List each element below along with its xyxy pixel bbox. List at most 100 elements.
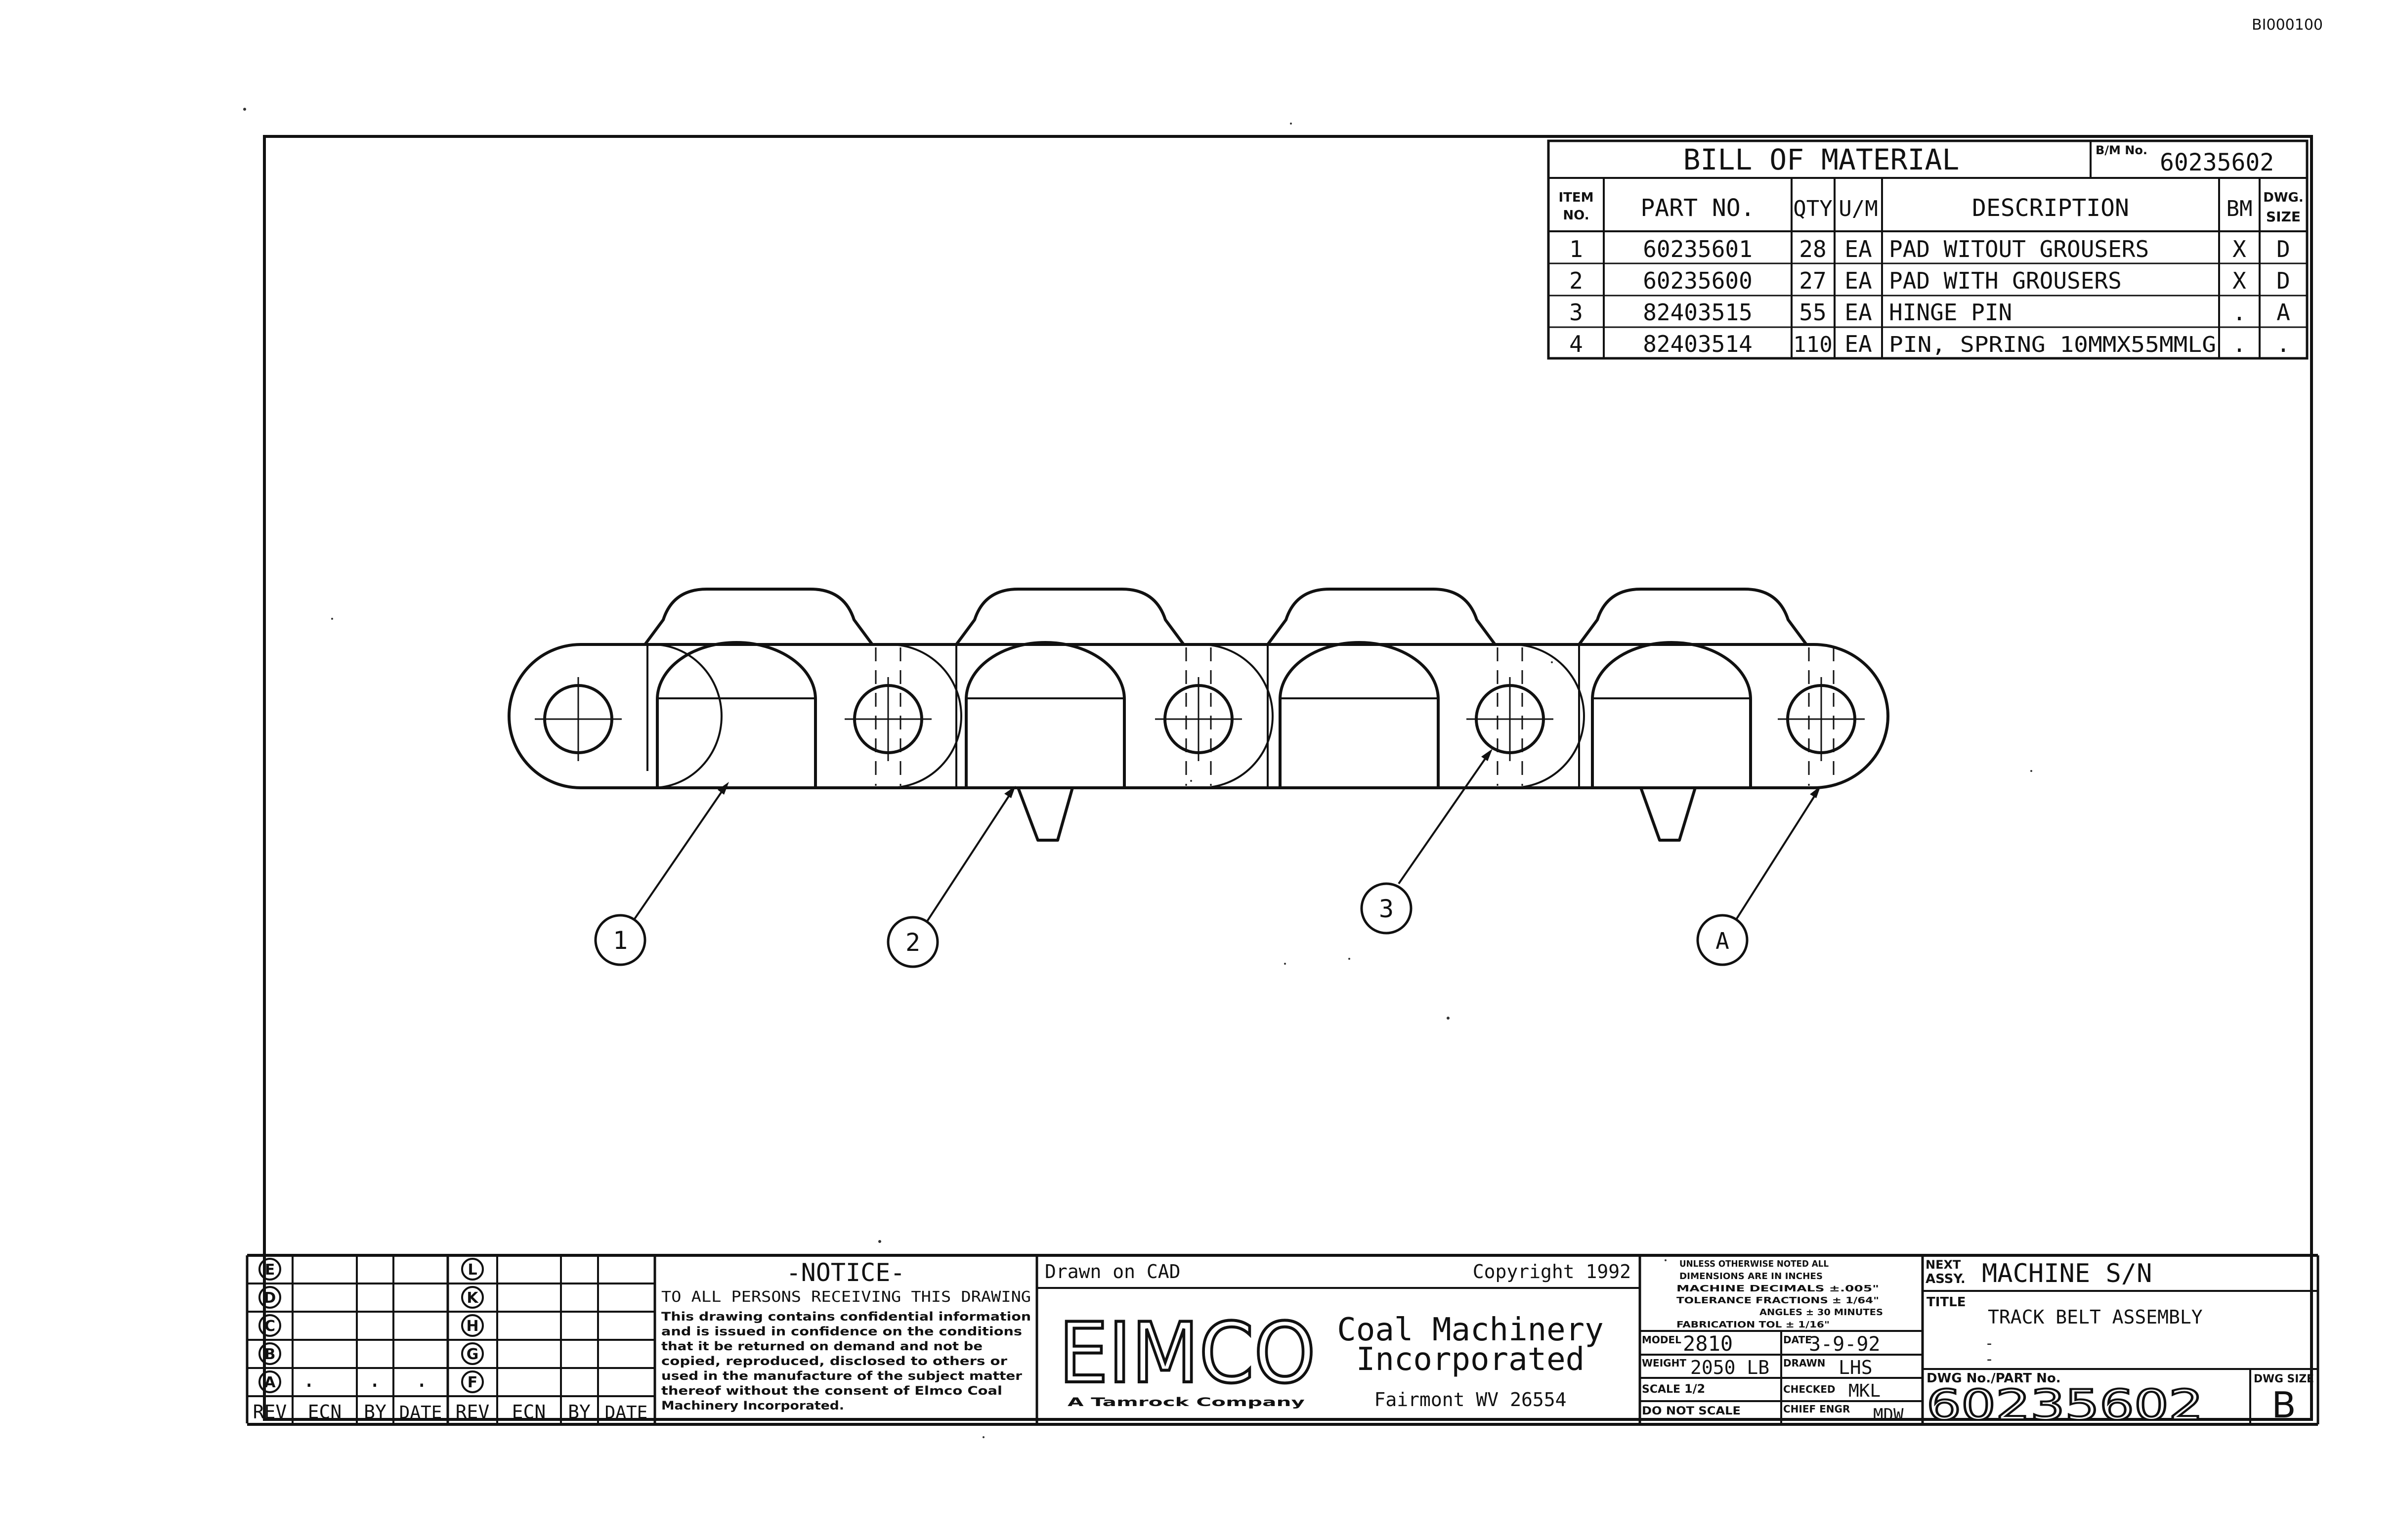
parent-company: A Tamrock Company: [1068, 1395, 1305, 1409]
bom-qty: 28: [1799, 236, 1826, 262]
bom-size: .: [2276, 331, 2290, 357]
bom-bm: X: [2232, 267, 2246, 294]
next-assy-value: MACHINE S/N: [1982, 1259, 2152, 1288]
rev-letter: F: [468, 1374, 478, 1391]
bom-description: HINGE PIN: [1889, 299, 2012, 326]
date-label: DATE: [1783, 1334, 1812, 1346]
rev-letter: L: [468, 1261, 477, 1279]
notice-line: Machinery Incorporated.: [661, 1399, 844, 1412]
notice-line: This drawing contains confidential infor…: [661, 1310, 1031, 1324]
track-outline: [508, 643, 1889, 789]
rev-dot: .: [368, 1367, 382, 1392]
bom-description: PIN, SPRING 10MMX55MMLG: [1889, 332, 2216, 357]
balloon-label: 1: [613, 926, 628, 955]
company-name-2: Incorporated: [1356, 1341, 1584, 1378]
leader-line: [1398, 749, 1493, 885]
rev-letter: K: [467, 1289, 479, 1307]
bom-row: 3 82403515 55 EA HINGE PIN . A: [1569, 299, 2290, 326]
notice-line: used in the manufacture of the subject m…: [661, 1369, 1022, 1383]
rev-letter: E: [265, 1261, 275, 1279]
bom-title: BILL OF MATERIAL: [1683, 143, 1960, 176]
rev-col-ecn: ECN: [308, 1401, 342, 1423]
weight-value: 2050 LB: [1690, 1357, 1769, 1378]
notice-block: -NOTICE- TO ALL PERSONS RECEIVING THIS D…: [661, 1258, 1031, 1412]
next-assy-label: ASSY.: [1926, 1272, 1966, 1286]
drawing-title: TRACK BELT ASSEMBLY: [1988, 1306, 2203, 1328]
eimco-logo: EIMCO: [1059, 1305, 1316, 1402]
title-bullet: -: [1985, 1335, 1994, 1352]
tolerance-line: MACHINE DECIMALS ±.005": [1676, 1283, 1879, 1294]
link-joint-3: [1200, 643, 1274, 789]
dwg-number: 60235602: [1927, 1381, 2203, 1429]
hinge-pin: [1155, 647, 1242, 786]
grouser-top-1: [643, 588, 874, 645]
bom-size: A: [2276, 299, 2290, 326]
link-joint-1: [646, 643, 723, 789]
revision-block: [247, 1255, 655, 1424]
grouser-top-2: [955, 588, 1185, 645]
specs-text: UNLESS OTHERWISE NOTED ALL DIMENSIONS AR…: [1642, 1259, 1904, 1425]
leader-line: [632, 782, 729, 923]
bom-size: D: [2276, 236, 2290, 262]
tolerance-line: DIMENSIONS ARE IN INCHES: [1679, 1271, 1823, 1282]
specs-block: [1640, 1330, 1923, 1424]
bom-part-no: 60235601: [1643, 236, 1753, 262]
drawn-on-cad: Drawn on CAD: [1045, 1261, 1181, 1283]
revision-letters: E D C B A L K H G F . . . REV ECN BY DAT…: [253, 1261, 648, 1423]
header-bm: BM: [2227, 196, 2253, 221]
rev-col-rev: REV: [253, 1401, 287, 1423]
rev-col-by: BY: [364, 1401, 386, 1423]
bom-qty: 110: [1793, 332, 1832, 357]
hinge-pin: [1778, 647, 1865, 786]
rev-letter: A: [264, 1374, 276, 1391]
bom-description: PAD WITH GROUSERS: [1889, 267, 2122, 294]
item-balloon: 3: [1360, 882, 1413, 935]
rev-letter: G: [467, 1346, 479, 1363]
chief-value: MDW: [1873, 1405, 1904, 1425]
notice-title: -NOTICE-: [786, 1258, 905, 1287]
track-belt-assembly-view: [508, 588, 1889, 925]
tolerance-line: UNLESS OTHERWISE NOTED ALL: [1679, 1259, 1829, 1269]
drawing-title-text: NEXT ASSY. MACHINE S/N TITLE TRACK BELT …: [1926, 1258, 2314, 1430]
rev-letter: D: [264, 1289, 276, 1307]
bom-row: 2 60235600 27 EA PAD WITH GROUSERS X D: [1569, 267, 2290, 294]
balloon-label: 3: [1379, 895, 1394, 923]
title-label: TITLE: [1927, 1295, 1966, 1310]
copyright: Copyright 1992: [1473, 1261, 1631, 1283]
rev-col-rev: REV: [456, 1401, 490, 1423]
rev-dot: .: [415, 1367, 428, 1392]
drawing-border: [263, 135, 2313, 1421]
weight-label: WEIGHT: [1642, 1357, 1686, 1369]
header-um: U/M: [1839, 196, 1878, 221]
rev-letter: H: [466, 1318, 478, 1335]
next-assy-label: NEXT: [1926, 1258, 1961, 1272]
company-address: Fairmont WV 26554: [1374, 1389, 1567, 1411]
rev-letter: C: [264, 1318, 275, 1335]
notice-line: that it be returned on demand and not be: [661, 1339, 983, 1353]
bom-part-no: 82403514: [1643, 331, 1753, 357]
company-block: Drawn on CAD Copyright 1992 EIMCO Coal M…: [1037, 1261, 1640, 1411]
do-not-scale: DO NOT SCALE: [1642, 1405, 1741, 1417]
leader-line: [924, 786, 1016, 925]
scale-label: SCALE: [1642, 1383, 1680, 1396]
bom-bm: X: [2232, 236, 2246, 262]
rev-letter: B: [264, 1346, 276, 1363]
checked-label: CHECKED: [1783, 1383, 1836, 1395]
rev-col-by: BY: [568, 1401, 591, 1423]
leader-line: [1734, 786, 1821, 923]
item-balloon: A: [1696, 914, 1749, 966]
rev-dot: .: [302, 1367, 316, 1392]
header-item-no-2: NO.: [1563, 208, 1589, 223]
grouser-tooth: [1017, 787, 1074, 842]
notice-line: thereof without the consent of Elmco Coa…: [661, 1384, 1002, 1398]
header-description: DESCRIPTION: [1972, 194, 2129, 222]
item-balloon: 1: [594, 914, 646, 966]
bom-item-no: 4: [1569, 331, 1583, 357]
bom-um: EA: [1844, 267, 1872, 294]
header-item-no: ITEM: [1558, 190, 1593, 205]
notice-line: copied, reproduced, disclosed to others …: [661, 1354, 1007, 1368]
bom-number: 60235602: [2160, 149, 2274, 176]
item-balloon: 2: [887, 916, 939, 968]
model-value: 2810: [1683, 1331, 1733, 1356]
bom-row: 4 82403514 110 EA PIN, SPRING 10MMX55MML…: [1569, 331, 2290, 357]
